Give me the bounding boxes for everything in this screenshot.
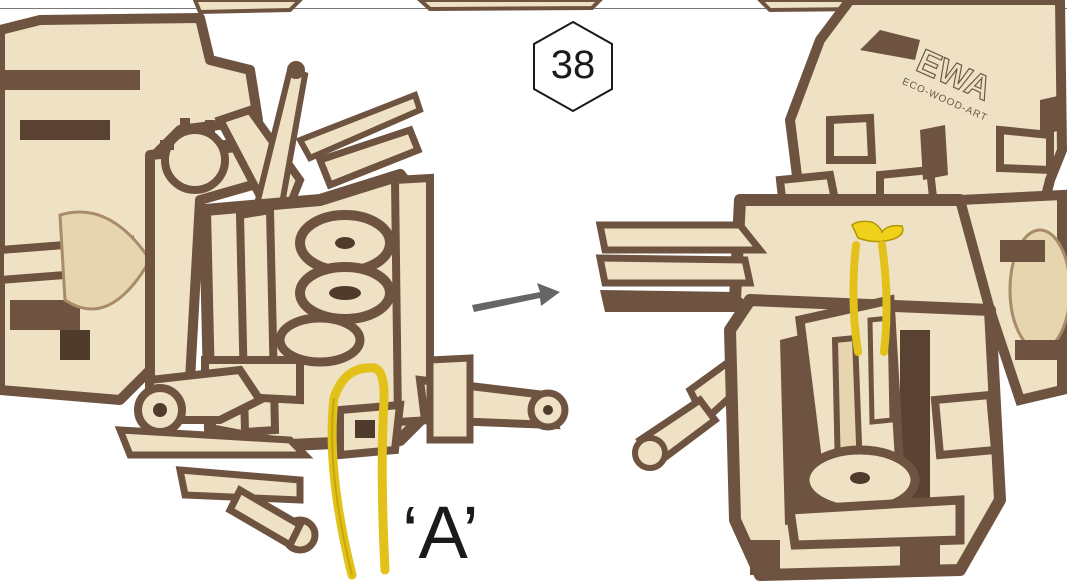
right-assembly: EWA ECO-WOOD-ART xyxy=(600,0,1067,575)
left-assembly xyxy=(0,18,565,550)
step-number: 38 xyxy=(528,40,618,90)
part-label-a: ‘A’ xyxy=(402,488,502,578)
arrow-right-icon xyxy=(472,283,560,312)
